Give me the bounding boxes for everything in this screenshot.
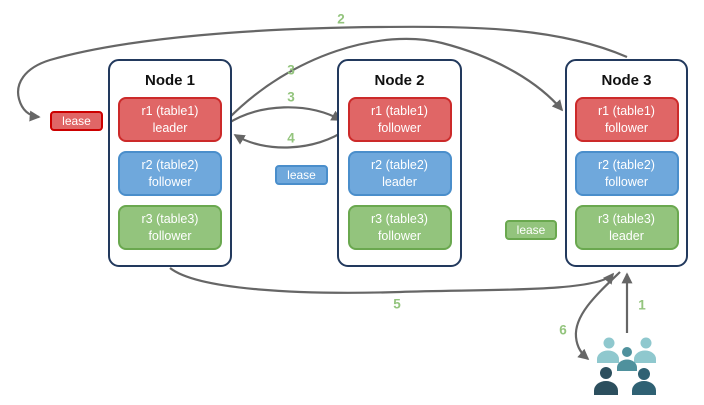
node-2-replica-r1: r1 (table1) follower [347, 97, 452, 142]
node-1-replica-r2: r2 (table2) follower [118, 151, 222, 196]
replica-name: r2 (table2) [141, 158, 199, 173]
arrow-step3-leader-to-node2 [226, 106, 343, 125]
replica-name: r2 (table2) [371, 158, 428, 173]
replica-role: follower [148, 174, 192, 189]
replica-name: r3 (table3) [141, 212, 199, 227]
node-3-replica-r2: r2 (table2) follower [574, 151, 679, 196]
step-label-3b: 3 [287, 89, 295, 105]
lease-badge-table3: lease [505, 220, 557, 240]
replica-role: leader [609, 228, 644, 243]
step-label-5: 5 [393, 296, 401, 312]
replica-role: follower [148, 228, 192, 243]
node-2: Node 2 r1 (table1) follower r2 (table2) … [337, 59, 462, 267]
replica-role: follower [377, 120, 422, 135]
users-middle-person [617, 347, 637, 371]
arrow-step5-node1-to-node3 [169, 267, 615, 294]
replica-name: r2 (table2) [598, 158, 655, 173]
node-3-replica-r1: r1 (table1) follower [574, 97, 679, 142]
step-label-1: 1 [638, 297, 646, 313]
replica-role: follower [604, 174, 649, 189]
replica-role: leader [152, 120, 188, 135]
step-label-4: 4 [287, 130, 295, 146]
arrow-step6-node3-to-users [574, 271, 621, 361]
replica-role: follower [604, 120, 649, 135]
node-1-replica-r3: r3 (table3) follower [118, 205, 222, 250]
users-back-row [597, 337, 656, 363]
replica-name: r3 (table3) [371, 212, 428, 227]
users-front-row [594, 367, 656, 395]
replica-name: r1 (table1) [371, 104, 428, 119]
step-label-6: 6 [559, 322, 567, 338]
node-1-title: Node 1 [144, 72, 195, 89]
step-label-2: 2 [337, 11, 345, 27]
node-3-replica-r3: r3 (table3) leader [574, 205, 679, 250]
step-label-3a: 3 [287, 62, 295, 78]
replica-role: leader [382, 174, 417, 189]
node-2-replica-r2: r2 (table2) leader [347, 151, 452, 196]
node-1-replica-r1: r1 (table1) leader [118, 97, 222, 142]
replica-role: follower [377, 228, 422, 243]
replica-name: r3 (table3) [598, 212, 655, 227]
node-2-replica-r3: r3 (table3) follower [347, 205, 452, 250]
node-3: Node 3 r1 (table1) follower r2 (table2) … [565, 59, 688, 267]
lease-badge-table2: lease [275, 165, 328, 185]
lease-badge-table1: lease [50, 111, 103, 131]
node-2-title: Node 2 [374, 72, 425, 89]
replica-name: r1 (table1) [141, 104, 199, 119]
replica-name: r1 (table1) [598, 104, 655, 119]
node-1: Node 1 r1 (table1) leader r2 (table2) fo… [108, 59, 232, 267]
node-3-title: Node 3 [601, 72, 652, 89]
